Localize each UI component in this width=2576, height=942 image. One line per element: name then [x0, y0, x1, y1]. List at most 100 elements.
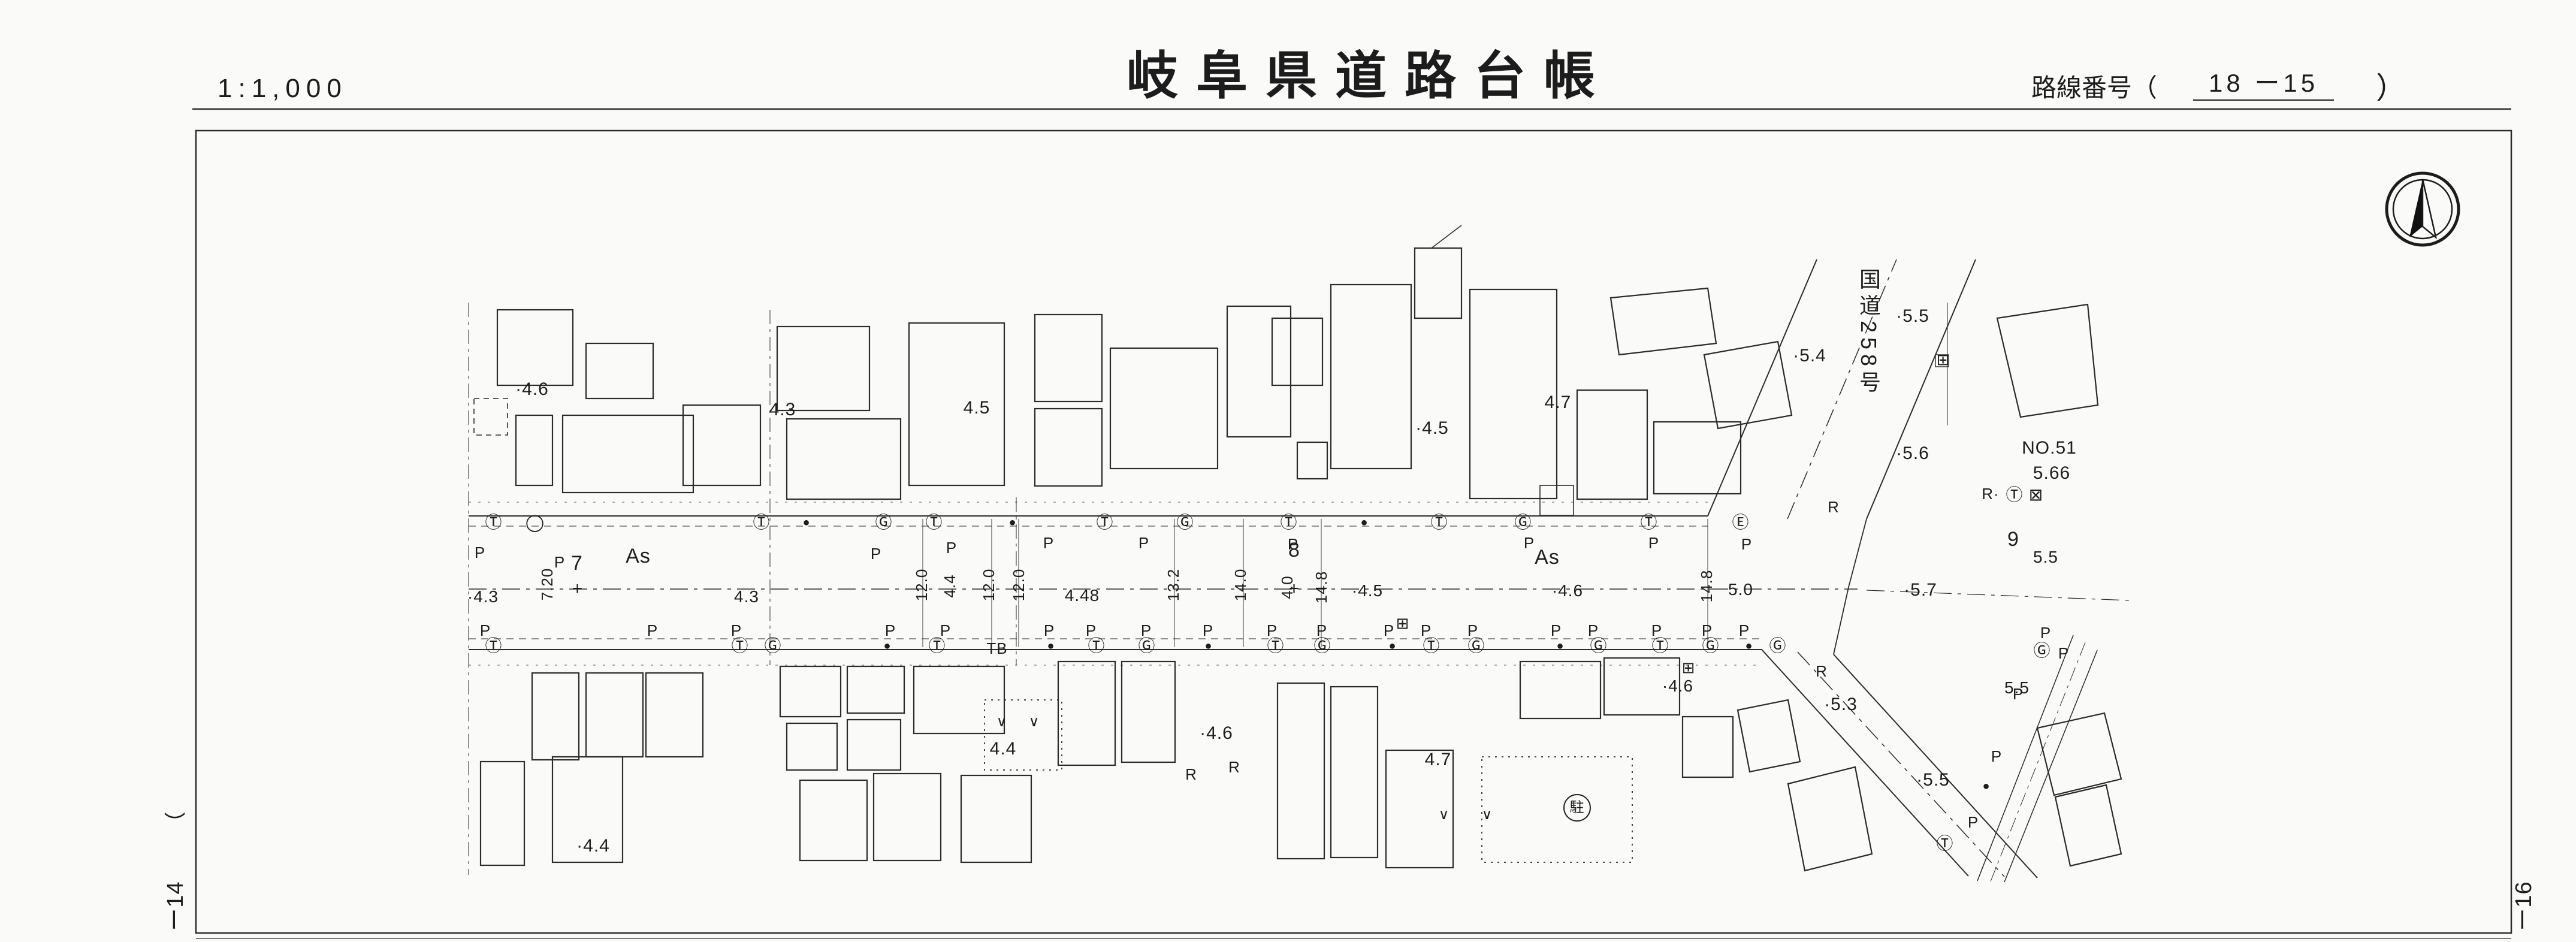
building [846, 718, 902, 771]
pole-marker: P [2040, 624, 2052, 642]
utility-symbol: Ⓖ [1702, 636, 1720, 655]
spot-elevation: ·4.3 [467, 587, 499, 606]
route-258-label: 国道258号 [1856, 267, 1881, 398]
building [1109, 347, 1219, 470]
route-number-suffix: ） [2376, 71, 2406, 105]
pole-marker: P [1043, 621, 1055, 639]
building [1996, 303, 2099, 418]
spot-elevation: ·4.6 [1551, 581, 1584, 600]
utility-symbol: Ⓣ [1423, 636, 1440, 655]
pole-dot: ● [883, 639, 892, 653]
surface-type: As [1535, 546, 1560, 569]
station-number: 8 [1288, 539, 1300, 561]
pole-marker: P [1467, 621, 1479, 639]
check-mark: ∨ [1481, 807, 1493, 823]
building [1609, 287, 1717, 356]
building [682, 404, 762, 487]
r-mark: R· [1982, 485, 2000, 503]
pole-marker: P [1738, 621, 1750, 639]
pole-dot: ● [802, 516, 811, 529]
spot-elevation: ·4.5 [1415, 418, 1449, 438]
pole-marker: P [1043, 534, 1055, 552]
pole-marker: P [1140, 621, 1152, 639]
spot-elevation: 4.3 [769, 400, 796, 419]
building [1539, 485, 1574, 516]
pole-dot: ● [1745, 639, 1753, 653]
utility-box-symbol: ⊞ [1396, 614, 1410, 632]
building [872, 772, 942, 862]
pole-dot: ● [1388, 639, 1397, 653]
building [473, 398, 508, 436]
building [1469, 288, 1558, 500]
building [1653, 421, 1742, 495]
utility-symbol: Ⓖ [1313, 636, 1331, 655]
building [1271, 317, 1324, 387]
pole-marker: P [1523, 534, 1535, 552]
pole-marker: P [1587, 621, 1599, 639]
building [496, 309, 574, 387]
building [1385, 749, 1454, 869]
route-number-block: 路線番号（ 18 ー15 ） [2031, 71, 2406, 105]
building [984, 699, 1062, 771]
utility-symbol: Ⓣ [485, 513, 503, 532]
utility-symbol: Ⓣ [485, 636, 503, 655]
utility-box-symbol: ⊞ [1681, 659, 1696, 677]
building [1787, 766, 1873, 872]
building [1681, 715, 1734, 778]
pole-marker: P [1266, 621, 1278, 639]
utility-symbol: Ⓔ [1732, 513, 1750, 532]
station-number: 9 [2007, 528, 2019, 551]
surface-type: As [626, 545, 651, 567]
building [1226, 305, 1292, 438]
route-number-value: 18 ー15 [2193, 71, 2335, 101]
pole-marker: P [554, 553, 566, 571]
road-width: 14.0 [1231, 568, 1249, 602]
spot-elevation: 4.48 [1064, 586, 1100, 605]
scale-label: 1:1,000 [218, 74, 348, 103]
spot-elevation: ·5.7 [1904, 580, 1937, 600]
spot-elevation: ·5.4 [1793, 346, 1826, 366]
pole-marker: P [884, 621, 896, 639]
building [846, 665, 905, 714]
r-mark: R [1185, 765, 1197, 783]
utility-symbol: ◯ [525, 513, 545, 532]
building [1276, 682, 1325, 860]
spot-elevation: 4.3 [734, 587, 759, 606]
building [561, 414, 694, 494]
station-cross: + [1288, 579, 1300, 599]
north-arrow-icon [2385, 171, 2460, 247]
sheet-frame [195, 129, 2512, 939]
utility-symbol: Ⓣ [2006, 485, 2024, 504]
spot-elevation: ·4.6 [1662, 677, 1694, 695]
pole-marker: P [1085, 621, 1097, 639]
utility-symbol: Ⓣ [1430, 513, 1448, 532]
building [1576, 389, 1648, 500]
sheet-ref-left: ー14 [163, 881, 188, 931]
utility-symbol: Ⓖ [875, 513, 893, 532]
benchmark-number: NO.51 [2022, 438, 2077, 458]
pole-marker: P [1967, 813, 1979, 831]
buildings-north [473, 225, 2099, 516]
building [2054, 784, 2122, 867]
building [479, 760, 526, 866]
utility-symbol: Ⓣ [1640, 513, 1658, 532]
building [1603, 657, 1681, 716]
building [645, 672, 704, 758]
utility-symbol: Ⓣ [1096, 513, 1114, 532]
pole-marker: P [1202, 621, 1214, 639]
building [1330, 283, 1412, 470]
r-mark: R [1816, 662, 1828, 680]
benchmark-elevation: 5.66 [2033, 463, 2071, 483]
building [1519, 660, 1602, 720]
pole-marker: P [1701, 621, 1713, 639]
pole-marker: P [1741, 535, 1753, 553]
spot-elevation: ·5.3 [1824, 695, 1858, 714]
pole-marker: P [946, 539, 958, 557]
station-cross: + [572, 579, 584, 599]
benchmark-symbol: ⊠ [2028, 485, 2044, 504]
building [786, 722, 838, 771]
utility-symbol: Ⓣ [753, 513, 771, 532]
pole-marker: P [474, 544, 486, 561]
utility-symbol: Ⓣ [1651, 636, 1669, 655]
